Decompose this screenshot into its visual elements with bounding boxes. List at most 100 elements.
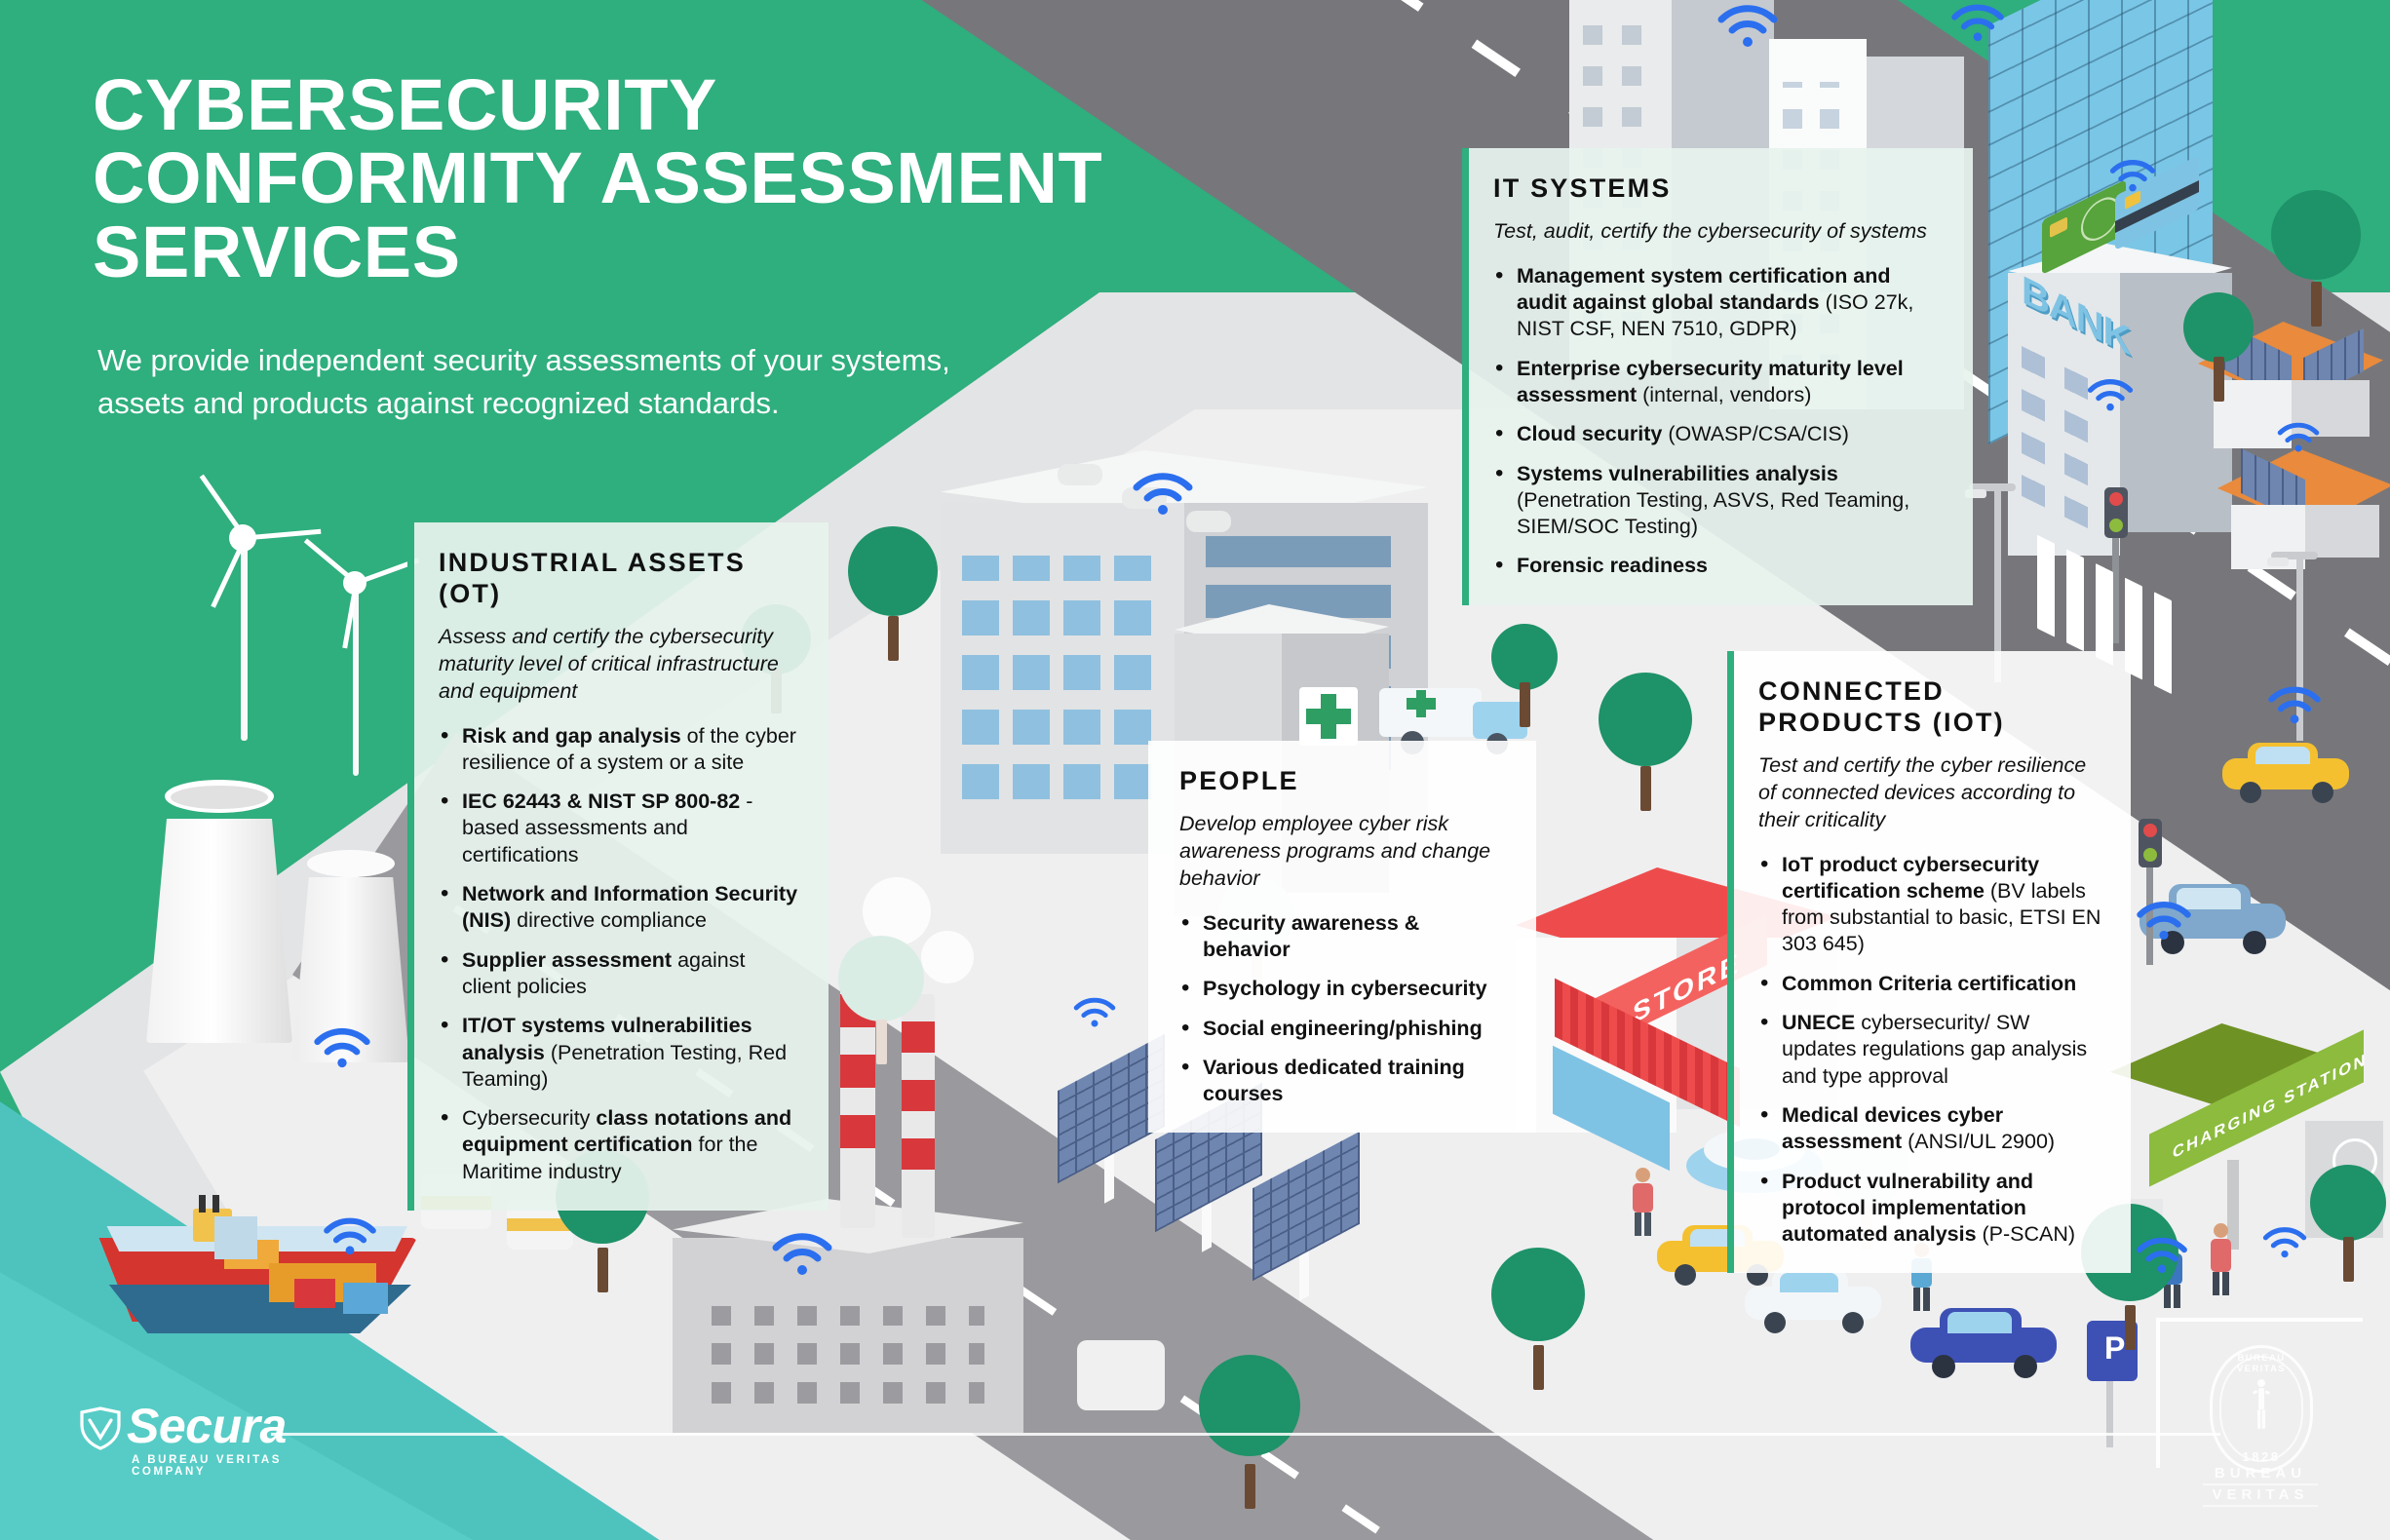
panel-subtitle: Assess and certify the cybersecurity mat… [439, 624, 779, 703]
pedestrian [1630, 1168, 1655, 1236]
house-solar-1 [2198, 322, 2383, 468]
panel-title-line: PEOPLE [1179, 766, 1299, 795]
bv-wordmark: BUREAU VERITAS [2203, 1464, 2318, 1507]
list-item: IoT product cybersecurity certification … [1758, 851, 2101, 958]
panel-title: IT SYSTEMS [1493, 173, 1944, 205]
panel-accent-bar [407, 522, 414, 1211]
road-dash [1471, 39, 1522, 78]
list-item: Cloud security (OWASP/CSA/CIS) [1493, 420, 1944, 448]
panel-connected-products-iot: CONNECTED PRODUCTS (IOT) Test and certif… [1727, 651, 2131, 1274]
bv-wordmark-line: VERITAS [2203, 1485, 2318, 1507]
bv-seal: BUREAU VERITAS 1828 [2210, 1345, 2313, 1473]
wifi-icon [2266, 682, 2323, 725]
list-item: Psychology in cybersecurity [1179, 975, 1507, 1003]
list-item: Common Criteria certification [1758, 970, 2101, 998]
panel-accent-bar [1462, 148, 1469, 605]
list-item: Systems vulnerabilities analysis (Penetr… [1493, 460, 1944, 541]
bureau-veritas-logo: BUREAU VERITAS 1828 BUREAU VERITAS [2156, 1318, 2363, 1513]
panel-title-line: INDUSTRIAL ASSETS [439, 548, 746, 577]
panel-bullet-list: Management system certification and audi… [1493, 262, 1944, 581]
secura-logo: Secura A BUREAU VERITAS COMPANY [78, 1402, 287, 1478]
wifi-icon [2135, 897, 2193, 942]
road-dash [1374, 0, 1424, 12]
wifi-icon [1131, 468, 1195, 517]
parking-sign-label: P [2104, 1330, 2126, 1366]
page-subtitle: We provide independent security assessme… [97, 343, 950, 421]
wifi-icon [2108, 156, 2157, 193]
road-dash [2344, 628, 2390, 666]
wifi-icon [1949, 0, 2006, 43]
factory-chimney-2 [902, 994, 935, 1238]
panel-title: CONNECTED PRODUCTS (IOT) [1758, 676, 2101, 739]
wifi-icon [2135, 1233, 2189, 1275]
car-white [1745, 1267, 1881, 1333]
smoke-puff [921, 931, 974, 983]
list-item: Forensic readiness [1493, 552, 1944, 580]
panel-bullet-list: Security awareness & behavior Psychology… [1179, 909, 1507, 1108]
street-lamp [1965, 478, 2027, 682]
tree [1491, 1248, 1585, 1390]
shield-icon [78, 1405, 123, 1450]
wifi-icon [322, 1213, 378, 1256]
wifi-icon [312, 1023, 372, 1069]
panel-bullet-list: Risk and gap analysis of the cyber resil… [439, 722, 799, 1185]
road-dash [1018, 1286, 1058, 1316]
list-item: IEC 62443 & NIST SP 800-82 -based assess… [439, 788, 799, 868]
list-item: Network and Information Security (NIS) d… [439, 880, 799, 935]
tree-pale [838, 936, 924, 1064]
panel-title-line: PRODUCTS (IOT) [1758, 707, 2005, 737]
panel-subtitle: Test and certify the cyber resilience of… [1758, 752, 2087, 831]
bv-seal-figure-icon [2253, 1379, 2270, 1429]
list-item: Management system certification and audi… [1493, 262, 1944, 343]
tree [848, 526, 938, 661]
traffic-light-1 [2101, 487, 2130, 643]
wifi-icon [770, 1228, 834, 1277]
wifi-icon [1715, 0, 1780, 49]
bv-frame [2156, 1318, 2363, 1468]
list-item: Various dedicated training courses [1179, 1054, 1507, 1108]
bv-seal-top-text: BUREAU VERITAS [2236, 1353, 2287, 1374]
list-item: Risk and gap analysis of the cyber resil… [439, 722, 799, 777]
house-solar-2 [2217, 447, 2390, 595]
list-item: Social engineering/phishing [1179, 1015, 1507, 1043]
list-item: Supplier assessment against client polic… [439, 946, 799, 1001]
list-item: UNECE cybersecurity/ SW updates regulati… [1758, 1009, 2101, 1090]
panel-subtitle: Develop employee cyber risk awareness pr… [1179, 811, 1491, 890]
list-item: Security awareness & behavior [1179, 909, 1507, 964]
cargo-ship [78, 1170, 429, 1355]
list-item: Enterprise cybersecurity maturity level … [1493, 355, 1944, 409]
wifi-icon [2276, 419, 2321, 453]
tree [2271, 190, 2361, 327]
car-yellow [2222, 741, 2349, 803]
panel-title: PEOPLE [1179, 766, 1507, 797]
panel-industrial-assets-ot: INDUSTRIAL ASSETS (OT) Assess and certif… [407, 522, 829, 1211]
bv-wordmark-line: BUREAU [2203, 1464, 2318, 1485]
tree [1199, 1355, 1300, 1509]
page-title-line: CONFORMITY ASSESSMENT [93, 137, 1103, 219]
wifi-icon [2261, 1223, 2308, 1259]
list-item: Product vulnerability and protocol imple… [1758, 1168, 2101, 1249]
storage-tank [1077, 1340, 1165, 1410]
list-item: Cybersecurity class notations and equipm… [439, 1104, 799, 1185]
bv-seal-inner-ring [2219, 1356, 2303, 1462]
panel-title: INDUSTRIAL ASSETS (OT) [439, 548, 799, 610]
ambulance [1379, 663, 1535, 760]
bv-seal-year: 1828 [2242, 1449, 2281, 1464]
wind-turbine-1 [199, 474, 322, 741]
factory-building [673, 1199, 1023, 1433]
tree [2183, 292, 2254, 402]
list-item: IT/OT systems vulnerabilities analysis (… [439, 1012, 799, 1093]
secura-tagline: A BUREAU VERITAS COMPANY [132, 1454, 283, 1478]
tree [1491, 624, 1558, 727]
street-lamp [2267, 546, 2330, 741]
panel-people: PEOPLE Develop employee cyber risk aware… [1148, 741, 1536, 1134]
page-title-line: SERVICES [93, 211, 461, 292]
panel-accent-bar [1727, 651, 1734, 1274]
wifi-icon [1072, 994, 1117, 1028]
tree [2310, 1165, 2386, 1282]
panel-subtitle: Test, audit, certify the cybersecurity o… [1493, 218, 1927, 243]
panel-title-line: CONNECTED [1758, 676, 1945, 706]
panel-title-line: IT SYSTEMS [1493, 173, 1672, 203]
road-dash [1341, 1504, 1380, 1534]
list-item: Medical devices cyber assessment (ANSI/U… [1758, 1101, 2101, 1156]
